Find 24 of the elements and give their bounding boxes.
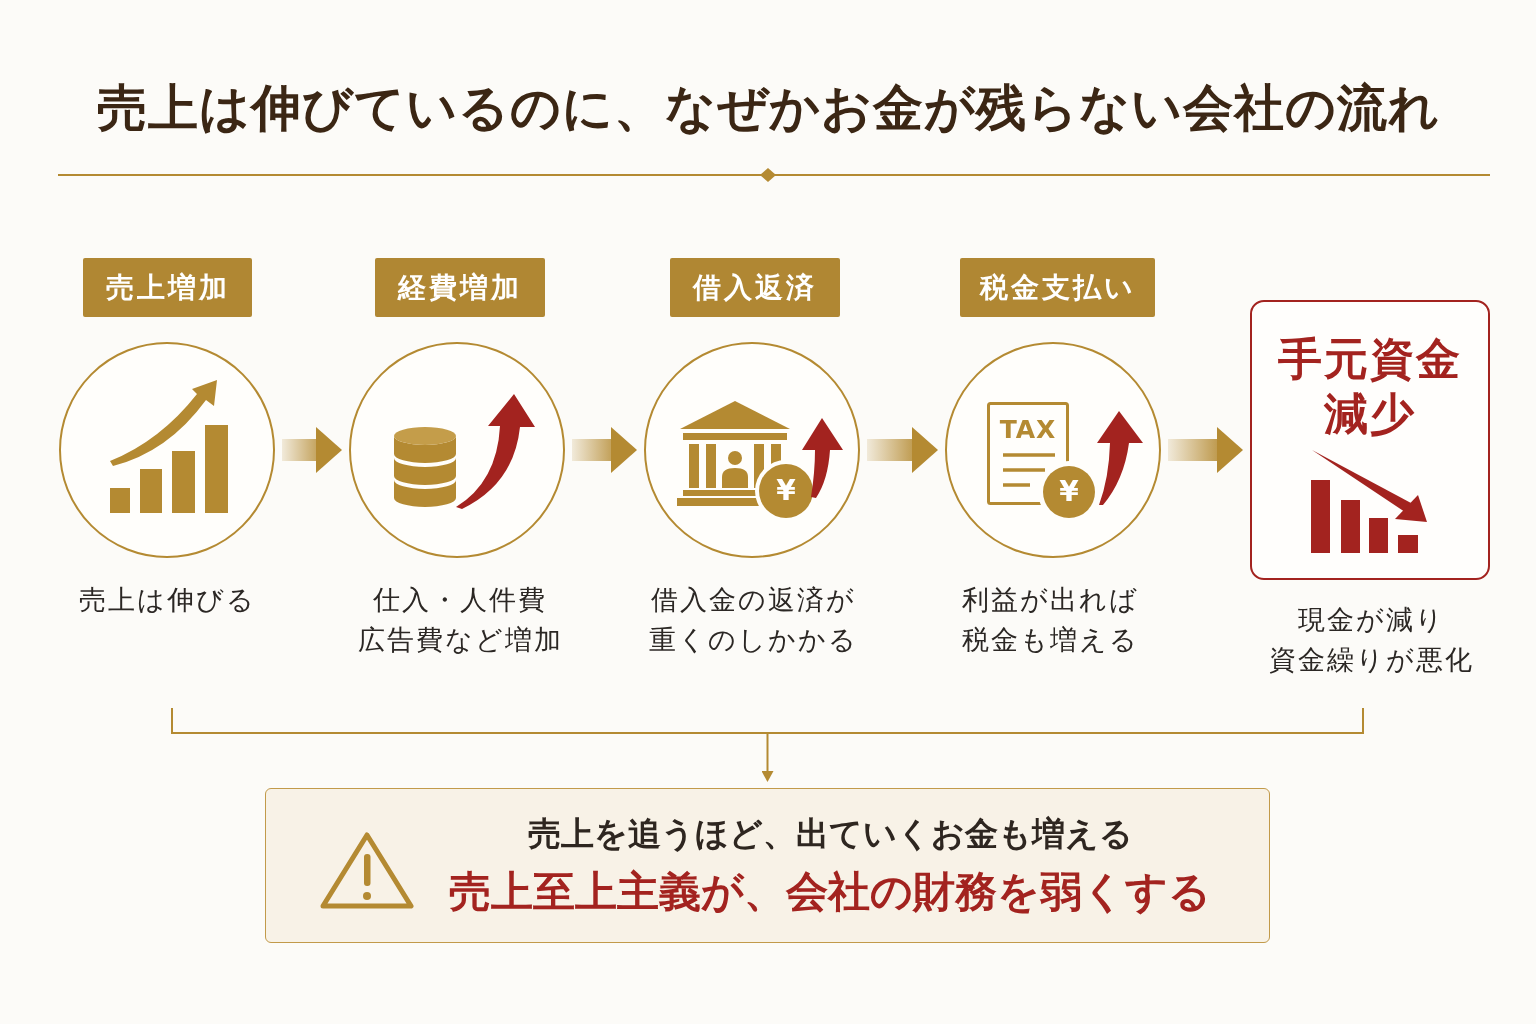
description-text: 売上は伸びる	[78, 583, 256, 617]
description-text: 現金が減り資金繰りが悪化	[1268, 603, 1474, 677]
description-text: 借入金の返済が重くのしかかる	[648, 583, 858, 657]
yen-sign: ¥	[776, 476, 796, 506]
description-text: 利益が出れば税金も増える	[961, 583, 1139, 657]
yen-sign: ¥	[1059, 477, 1079, 507]
arrow	[1168, 427, 1243, 473]
box-heading: 手元資金減少	[1277, 332, 1463, 441]
description-text: 仕入・人件費広告費など増加	[357, 583, 563, 657]
diagram-title: 売上は伸びているのに、なぜかお金が残らない会社の流れ	[96, 77, 1440, 139]
heading-tag: 売上増加	[83, 258, 252, 317]
heading-tag: 税金支払い	[960, 258, 1155, 317]
summary-text: 売上を追うほど、出ていくお金も増える	[527, 813, 1133, 855]
bracket	[171, 707, 1364, 734]
arrow	[282, 427, 342, 473]
warning-text: 売上至上主義が、会社の財務を弱くする	[449, 866, 1211, 918]
result-box	[1250, 300, 1490, 580]
arrow	[867, 427, 938, 473]
heading-tag: 経費増加	[375, 258, 545, 317]
arrow	[761, 732, 774, 783]
heading-tag: 借入返済	[670, 258, 840, 317]
icon-label: TAX	[999, 416, 1057, 444]
summary-box	[265, 788, 1270, 943]
arrow	[572, 427, 637, 473]
